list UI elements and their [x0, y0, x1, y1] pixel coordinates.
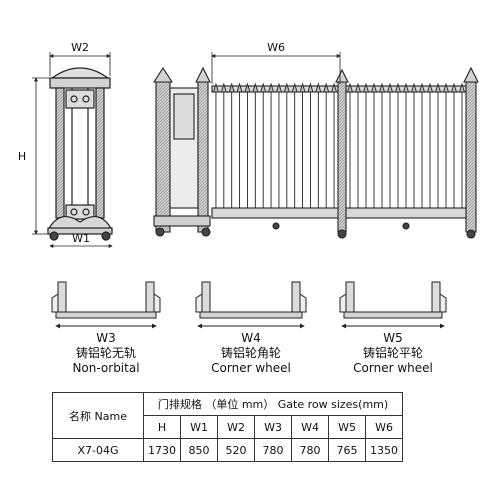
gate-diagram: W2 H W1: [18, 41, 479, 329]
picket-spear-tip: [283, 82, 290, 93]
picket-spear-tip: [252, 82, 259, 93]
profile-corner-wheel: [195, 281, 307, 329]
picket-spear-tip: [426, 82, 434, 93]
track-name-en: Corner wheel: [211, 361, 291, 375]
dim-w2-label: W2: [71, 41, 89, 54]
track-name-en: Non-orbital: [72, 361, 140, 375]
column-header: W6: [365, 415, 403, 439]
track-name-cn: 铸铝轮无轨: [75, 346, 136, 360]
model-cell: X7-04G: [52, 438, 144, 462]
value-cell: 780: [254, 438, 292, 462]
profile-non-orbital: [51, 281, 161, 329]
picket-spear-tip: [275, 82, 283, 93]
picket-spear-tip: [299, 82, 306, 93]
dim-w6-label: W6: [267, 41, 285, 54]
track-caption-flat-wheel: W5 铸铝轮平轮 Corner wheel: [333, 331, 453, 376]
front-view-pickets: [212, 82, 338, 208]
picket-spear-tip: [346, 82, 354, 93]
track-name-cn: 铸铝轮平轮: [362, 346, 423, 360]
dim-h-label: H: [18, 150, 26, 163]
column-header: W2: [217, 415, 255, 439]
front-view-pickets: [346, 82, 466, 208]
table-row: H W1 W2 W3 W4 W5 W6: [53, 415, 403, 439]
picket-spear-tip: [267, 82, 275, 93]
column-header: W5: [328, 415, 366, 439]
picket-spear-tip: [418, 82, 426, 93]
picket-spear-tip: [354, 82, 362, 93]
picket-spear-tip: [236, 82, 243, 93]
value-cell: 1730: [143, 438, 181, 462]
picket-spear-tip: [386, 82, 394, 93]
picket-spear-tip: [330, 82, 338, 93]
spec-table: 名称 Name 门排规格 （单位 mm） Gate row sizes(mm) …: [52, 392, 403, 462]
group-header: 门排规格 （单位 mm） Gate row sizes(mm): [143, 392, 403, 416]
track-code: W4: [241, 331, 261, 345]
picket-spear-tip: [410, 82, 418, 93]
track-name-en: Corner wheel: [353, 361, 433, 375]
picket-spear-tip: [434, 82, 442, 93]
value-cell: 780: [291, 438, 329, 462]
table-row: X7-04G 1730 850 520 780 780 765 1350: [52, 438, 403, 462]
value-cell: 850: [180, 438, 218, 462]
column-header: W4: [291, 415, 329, 439]
picket-spear-tip: [315, 82, 322, 93]
picket-spear-tip: [307, 82, 314, 93]
value-cell: 765: [328, 438, 366, 462]
track-caption-non-orbital: W3 铸铝轮无轨 Non-orbital: [46, 331, 166, 376]
picket-spear-tip: [378, 82, 386, 93]
value-cell: 520: [217, 438, 255, 462]
picket-spear-tip: [291, 82, 298, 93]
picket-spear-tip: [458, 82, 466, 93]
column-header: W3: [254, 415, 292, 439]
dim-w1-label: W1: [72, 232, 90, 245]
picket-spear-tip: [323, 82, 330, 93]
table-row: 名称 Name 门排规格 （单位 mm） Gate row sizes(mm): [52, 392, 403, 439]
gate-side-view: [46, 67, 114, 241]
picket-spear-tip: [362, 82, 370, 93]
picket-spear-tip: [220, 82, 227, 93]
picket-spear-tip: [228, 82, 235, 93]
name-header: 名称 Name: [52, 392, 144, 439]
track-caption-corner-wheel: W4 铸铝轮角轮 Corner wheel: [191, 331, 311, 376]
track-name-cn: 铸铝轮角轮: [220, 346, 281, 360]
picket-spear-tip: [394, 82, 402, 93]
picket-spear-tip: [442, 82, 450, 93]
picket-spear-tip: [260, 82, 267, 93]
dimension-lines-front: [211, 52, 341, 84]
picket-spear-tip: [450, 82, 458, 93]
track-code: W3: [96, 331, 116, 345]
picket-spear-tip: [402, 82, 410, 93]
picket-spear-tip: [212, 82, 220, 93]
profile-flat-wheel: [339, 281, 447, 329]
dimension-lines-side: [32, 52, 113, 248]
column-header: W1: [180, 415, 218, 439]
value-cell: 1350: [365, 438, 403, 462]
picket-spear-tip: [244, 82, 251, 93]
picket-spear-tip: [370, 82, 378, 93]
gate-front-view: [152, 66, 479, 239]
track-code: W5: [383, 331, 403, 345]
column-header: H: [143, 415, 181, 439]
